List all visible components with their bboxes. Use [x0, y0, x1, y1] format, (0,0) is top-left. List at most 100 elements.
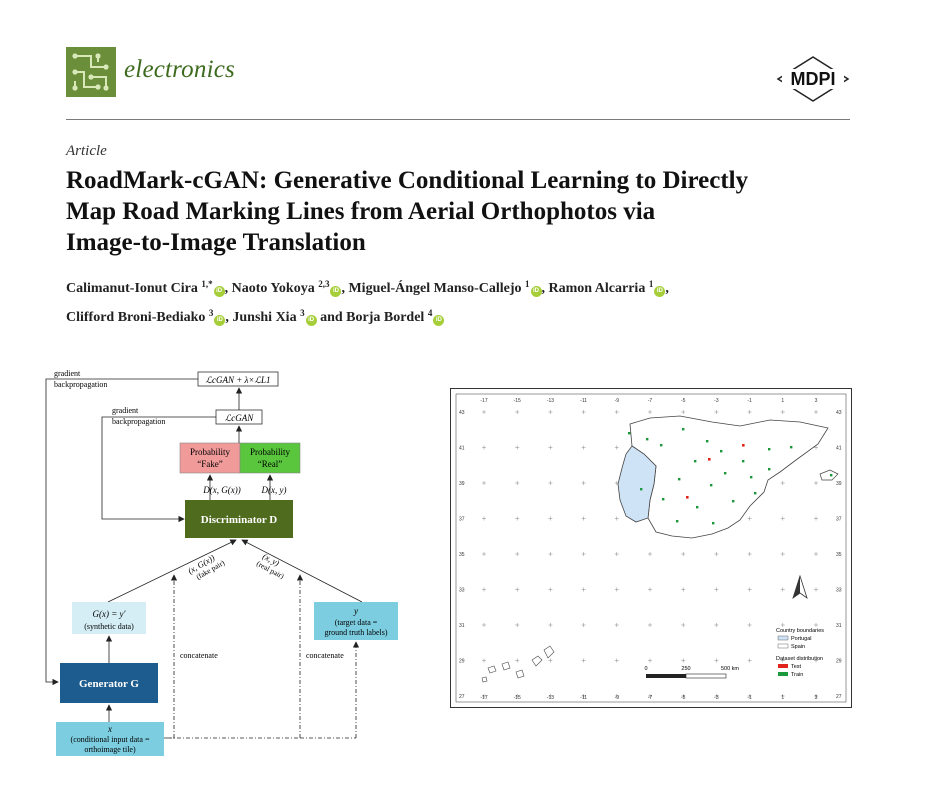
orcid-icon[interactable]: iD [330, 286, 342, 297]
input-data-symbol: x [107, 724, 112, 734]
concatenate-label: concatenate [180, 651, 218, 660]
graticule-cross [614, 516, 619, 521]
author-name[interactable]: Miguel-Ángel Manso-Callejo 1 [348, 279, 530, 296]
latitude-tick: 43 [836, 410, 842, 416]
graticule-cross [814, 694, 818, 698]
orcid-icon[interactable]: iD [213, 286, 225, 297]
orcid-icon[interactable]: iD [433, 315, 445, 326]
graticule-cross [714, 410, 719, 414]
train-samples [628, 428, 833, 525]
longitude-tick: -3 [714, 695, 719, 701]
scale-bar: 0 250 500 km [644, 666, 739, 679]
graticule-cross [681, 623, 686, 627]
input-data-caption: (conditional input data = [71, 735, 150, 744]
latitude-tick: 39 [459, 481, 465, 487]
author-list: Calimanut-Ionut Cira 1,*iD, Naoto Yokoya… [66, 272, 866, 330]
latitude-tick: 31 [836, 623, 842, 629]
graticule-cross [515, 694, 520, 698]
latitude-tick: 35 [459, 552, 465, 558]
author-name[interactable]: Clifford Broni-Bediako 3 [66, 308, 214, 325]
legend-test: Test [791, 664, 802, 670]
latitude-tick: 27 [459, 694, 465, 700]
legend-title: Country boundaries [776, 628, 824, 634]
train-marker [768, 468, 771, 471]
graticule-cross [515, 587, 520, 592]
graticule-cross [814, 516, 818, 521]
author-line: Calimanut-Ionut Cira 1,*iD, Naoto Yokoya… [66, 279, 669, 297]
latitude-tick: 43 [459, 410, 465, 416]
longitude-tick: -7 [648, 398, 653, 404]
graticule-cross [548, 658, 553, 663]
target-data-symbol: y [353, 606, 358, 616]
header-divider [66, 119, 850, 120]
graticule-cross [780, 623, 785, 627]
orcid-icon[interactable]: iD [305, 315, 317, 326]
orcid-icon[interactable]: iD [530, 286, 542, 297]
graticule-cross [714, 587, 719, 592]
input-data-box [56, 722, 164, 756]
graticule-cross [581, 552, 586, 556]
graticule-cross [614, 552, 619, 556]
graticule-cross [581, 623, 586, 627]
train-marker [682, 428, 685, 431]
synthetic-data-caption: (synthetic data) [84, 622, 134, 631]
generator-label: Generator G [79, 678, 139, 690]
canary-islands [481, 645, 555, 683]
graticule-cross [482, 410, 486, 414]
train-marker [724, 472, 727, 475]
graticule-cross [482, 516, 486, 521]
graticule-cross [581, 445, 586, 450]
legend-title: Dataset distribution [776, 656, 823, 662]
graticule-cross [515, 445, 520, 450]
paper-title: RoadMark-cGAN: Generative Conditional Le… [66, 165, 866, 258]
graticule-cross [548, 516, 553, 521]
graticule-cross [548, 552, 553, 556]
train-marker [732, 500, 735, 503]
graticule-cross [482, 552, 486, 556]
author-name[interactable]: Borja Bordel 4 [346, 308, 433, 325]
journal-logo [66, 47, 116, 97]
scale-label: 250 [681, 666, 690, 672]
latitude-tick: 41 [459, 446, 465, 452]
north-arrow-icon [792, 574, 808, 600]
title-line: Map Road Marking Lines from Aerial Ortho… [66, 198, 656, 225]
author-name[interactable]: Calimanut-Ionut Cira 1,* [66, 279, 213, 296]
graticule-cross [482, 445, 486, 450]
latitude-tick: 27 [836, 694, 842, 700]
graticule-cross [747, 587, 752, 592]
longitude-tick: 1 [781, 398, 784, 404]
graticule-cross [814, 552, 818, 556]
test-samples [686, 444, 745, 499]
graticule-cross [814, 481, 818, 485]
train-marker [710, 484, 713, 487]
orcid-icon[interactable]: iD [654, 286, 666, 297]
latitude-tick: 39 [836, 481, 842, 487]
graticule-cross [548, 445, 553, 450]
train-marker [768, 448, 771, 451]
author-name[interactable]: Ramon Alcarria 1 [548, 279, 654, 296]
synthetic-data-box [72, 602, 146, 634]
discriminator-box [185, 500, 293, 538]
test-marker [708, 458, 711, 461]
graticule-cross [614, 445, 619, 450]
author-name[interactable]: Junshi Xia 3 [232, 308, 305, 325]
journal-name: electronics [124, 56, 235, 83]
author-name[interactable]: Naoto Yokoya 2,3 [231, 279, 330, 296]
graticule-cross [581, 410, 586, 414]
orcid-icon[interactable]: iD [214, 315, 226, 326]
graticule-cross [548, 481, 553, 485]
latitude-tick: 37 [459, 517, 465, 523]
backprop-arrow-generator [45, 378, 198, 686]
target-data-caption: (target data = [335, 618, 378, 627]
train-marker [640, 488, 643, 491]
train-marker [720, 450, 723, 453]
train-marker [660, 444, 663, 447]
target-data-caption: ground truth labels) [324, 628, 387, 637]
graticule-cross [681, 694, 686, 698]
map-legend: Country boundaries Portugal Spain Datase… [776, 628, 824, 678]
generator-box [60, 663, 158, 703]
title-line: Image-to-Image Translation [66, 229, 366, 256]
